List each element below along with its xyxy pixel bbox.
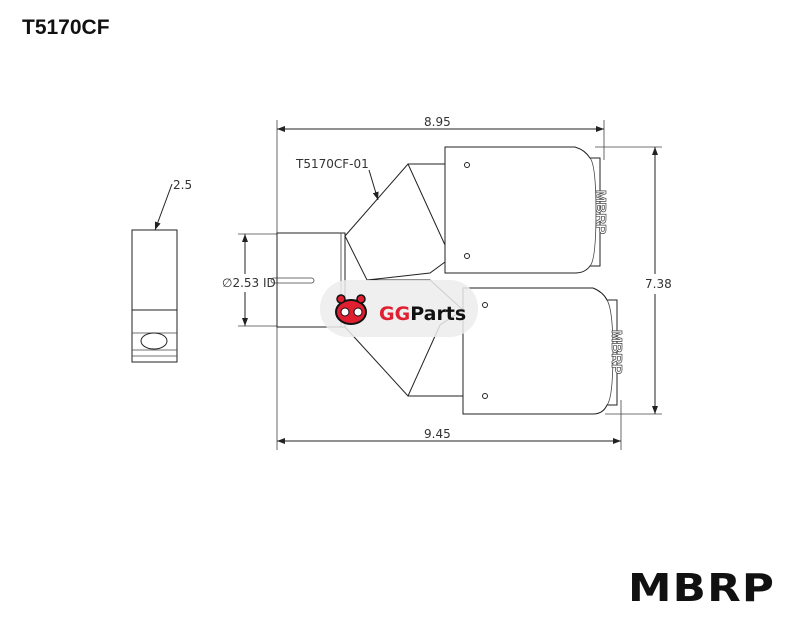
part-callout: T5170CF-01 bbox=[295, 157, 379, 201]
dimension-height: 7.38 bbox=[645, 147, 672, 414]
svg-text:T5170CF-01: T5170CF-01 bbox=[295, 157, 369, 171]
dimension-top: 8.95 bbox=[277, 115, 604, 132]
drawing-title: T5170CF bbox=[22, 16, 110, 39]
svg-text:8.95: 8.95 bbox=[424, 115, 451, 129]
tip-logo-bottom: MBRP bbox=[608, 330, 625, 374]
dimension-inlet: ∅2.53 ID bbox=[222, 233, 315, 327]
mbrp-brand-logo: MBRP bbox=[628, 566, 776, 610]
dimension-bottom: 9.45 bbox=[277, 427, 621, 444]
svg-text:∅2.53 ID: ∅2.53 ID bbox=[222, 276, 276, 290]
side-view: 2.5 bbox=[131, 178, 192, 363]
exhaust-tip-body: MBRP MBRP bbox=[276, 146, 625, 415]
svg-text:GGParts: GGParts bbox=[379, 303, 466, 325]
svg-text:9.45: 9.45 bbox=[424, 427, 451, 441]
svg-text:7.38: 7.38 bbox=[645, 277, 672, 291]
tip-logo-top: MBRP bbox=[592, 190, 609, 234]
ggparts-mascot-icon bbox=[335, 294, 367, 325]
side-width-label: 2.5 bbox=[173, 178, 192, 192]
ggparts-watermark: GGParts bbox=[320, 280, 478, 337]
